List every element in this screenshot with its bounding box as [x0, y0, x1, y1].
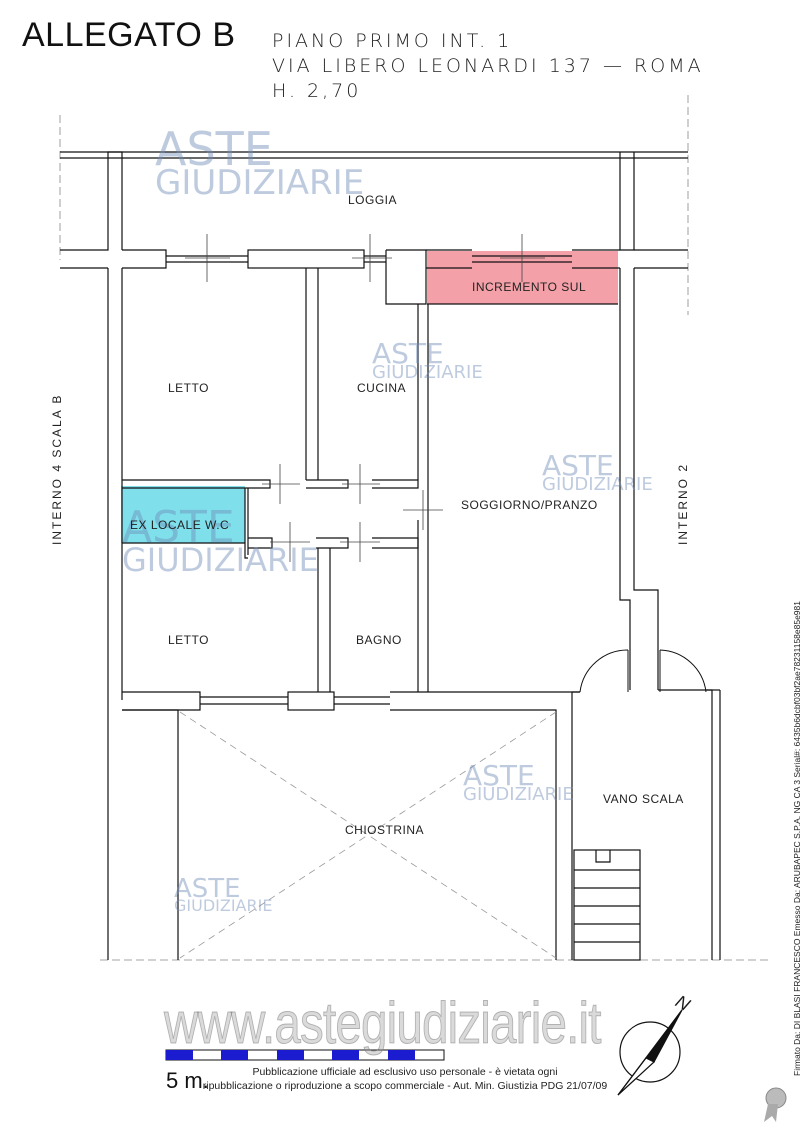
header-address-line: VIA LIBERO LEONARDI 137 — ROMA [272, 55, 704, 77]
room-label-letto-bottom: LETTO [168, 633, 209, 647]
disclaimer-line-2: ripubblicazione o riproduzione a scopo c… [202, 1080, 608, 1093]
header-height-line: H. 2,70 [272, 80, 362, 102]
room-label-incremento-sul: INCREMENTO SUL [472, 280, 587, 294]
watermark-logo: ASTE GIUDIZIARIE [542, 449, 653, 495]
room-label-ex-locale-wc: EX LOCALE W.C [130, 518, 230, 532]
watermark-logo: ASTE GIUDIZIARIE [155, 122, 365, 203]
document-title: ALLEGATO B [22, 16, 236, 54]
disclaimer-line-1: Pubblicazione ufficiale ad esclusivo uso… [252, 1066, 558, 1078]
watermark-logo: ASTE GIUDIZIARIE [174, 874, 273, 915]
north-arrow-icon [617, 1009, 683, 1096]
disclaimer: Pubblicazione ufficiale ad esclusivo uso… [175, 1065, 635, 1093]
watermark-logo: ASTE GIUDIZIARIE [122, 502, 319, 579]
seal-icon [764, 1087, 787, 1122]
website-watermark: www.astegiudiziarie.it [164, 991, 602, 1057]
watermark-logo: ASTE GIUDIZIARIE [372, 337, 483, 383]
ex-locale-wc-area [121, 486, 245, 543]
scale-bar [165, 1049, 445, 1061]
room-label-bagno: BAGNO [356, 633, 402, 647]
room-label-letto-top: LETTO [168, 381, 209, 395]
header-floor-line: PIANO PRIMO INT. 1 [272, 30, 513, 52]
room-label-loggia: LOGGIA [348, 193, 398, 207]
watermark-logo: ASTE GIUDIZIARIE [463, 759, 574, 805]
digital-signature: Firmato Da: DI BLASI FRANCESCO Emesso Da… [792, 601, 800, 1076]
incremento-sul-area [427, 251, 618, 304]
room-label-cucina: CUCINA [357, 381, 407, 395]
room-label-vano-scala: VANO SCALA [603, 792, 684, 806]
room-label-soggiorno: SOGGIORNO/PRANZO [461, 498, 598, 512]
side-label-interno-2: INTERNO 2 [676, 462, 690, 545]
side-label-interno-4: INTERNO 4 SCALA B [50, 393, 64, 545]
scale-label: 5 m. [166, 1068, 209, 1093]
room-label-chiostrina: CHIOSTRINA [345, 823, 425, 837]
